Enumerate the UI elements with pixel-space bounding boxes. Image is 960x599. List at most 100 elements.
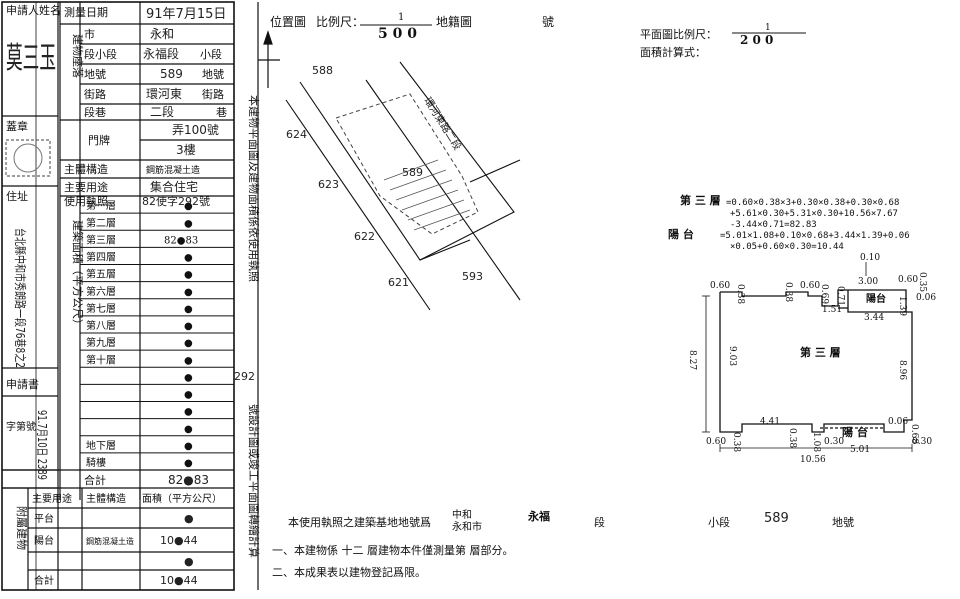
left-table [1, 1, 235, 591]
doorplate-label: 門牌 [88, 133, 110, 147]
annex-use: 合計 [34, 574, 54, 587]
dimension-label: 0.35 [917, 272, 927, 292]
dimension-label: 1.51 [822, 305, 842, 315]
city-label: 市 [84, 27, 95, 41]
footer: 本使用執照之建築基地地號爲 中和 永和市 永福 段 小段 589 地號 一、本建… [272, 508, 854, 579]
note-fill-2: 292 [234, 370, 255, 383]
lot-number-label: 589 [402, 166, 423, 179]
floor-area-value: ● [184, 338, 193, 349]
formula-label: 面積計算式： [640, 45, 706, 59]
room-main: 第 三 層 [800, 345, 841, 359]
footer-lot-label: 地號 [832, 516, 854, 529]
floor-plan: 平面圖比例尺： 1 2 0 0 面積計算式： 第 三 層 =0.60×0.38×… [640, 23, 936, 465]
dimension-label: 1.39 [897, 296, 907, 316]
footer-line3: 二、本成果表以建物登記爲限。 [272, 565, 426, 579]
doorplate-num: 弄100號 [172, 123, 219, 137]
calc-floor3-line2: +5.61×0.30+5.31×0.30+10.56×7.67 [730, 209, 898, 219]
lot-number-label: 588 [312, 64, 333, 77]
floor-name: 第五層 [86, 268, 116, 281]
room-balcony-top: 陽台 [866, 292, 886, 305]
road-label: 環河東路二段 [421, 95, 464, 153]
dimension-label: 10.56 [800, 455, 826, 465]
dimension-label: 0.10 [860, 253, 880, 263]
north-arrow-icon [258, 30, 280, 88]
floor-name: 第八層 [86, 319, 116, 332]
total-value: 82●83 [168, 473, 209, 487]
dimension-label: 4.41 [760, 417, 780, 427]
dimension-label: 5.01 [850, 445, 870, 455]
city-value: 永和 [150, 27, 174, 41]
floor-area-value: ● [184, 390, 193, 401]
seal-label: 蓋章 [6, 119, 28, 133]
cadastral-number-label: 號 [542, 15, 554, 29]
footer-section-label: 段 [594, 515, 605, 529]
license-value: 82使字292號 [142, 194, 210, 208]
section-suffix: 小段 [200, 47, 222, 61]
floor-name: 騎樓 [86, 456, 106, 469]
dimension-label: 0.30 [824, 437, 844, 447]
lot-label: 地號 [84, 68, 106, 81]
annex-struct: 鋼筋混凝土造 [86, 536, 134, 546]
dimension-label: 0.69 [819, 284, 829, 304]
floor-name: 第三層 [86, 233, 116, 246]
dimension-label: 0.06 [916, 293, 936, 303]
annex-head-struct: 主體構造 [86, 492, 126, 505]
survey-date-label: 測量日期 [64, 5, 108, 19]
dimension-label: 0.60 [710, 281, 730, 291]
dimension-label: 0.38 [735, 284, 745, 304]
applicant-label: 申請人姓名 [6, 3, 61, 17]
location-scale-den: 5 0 0 [378, 26, 417, 42]
lot-number-label: 624 [286, 128, 307, 141]
structure-label: 主體構造 [64, 162, 108, 176]
annex-area: 10●44 [160, 574, 198, 587]
lot-suffix: 地號 [202, 68, 224, 81]
dimension-label: 0.60 [898, 275, 918, 285]
use-label: 主要用途 [64, 180, 108, 194]
doorplate-floor: 3樓 [176, 142, 196, 157]
dimension-label: 8.27 [687, 350, 697, 370]
lot-number-label: 593 [462, 270, 483, 283]
street-suffix: 街路 [202, 87, 224, 101]
dimension-label: 3.44 [864, 313, 884, 323]
calc-floor3-line1: =0.60×0.38×3+0.30×0.38+0.30×0.68 [726, 198, 899, 208]
footer-city-bottom: 永和市 [452, 520, 482, 533]
cadastral-label: 地籍圖 [436, 14, 472, 29]
dimension-label: 1.08 [811, 432, 821, 452]
footer-section-value: 永福 [527, 509, 550, 523]
annex-area: ● [184, 512, 194, 525]
dimension-label: 3.00 [858, 277, 878, 287]
calc-balcony-line2: ×0.05+0.60×0.30=10.44 [730, 242, 844, 252]
dimension-label: 0.38 [783, 282, 793, 302]
address-value: 台北縣中和市秀朗路一段76巷8之2 [13, 228, 28, 368]
floor-area-value: ● [184, 441, 193, 452]
applicant-name: 莫三玉 [6, 41, 56, 76]
location-scale-num: 1 [398, 12, 404, 23]
lot-number-label: 622 [354, 230, 375, 243]
floor-name: 地下層 [86, 439, 116, 452]
license-label: 使用執照 [64, 195, 108, 208]
annex-area: ● [184, 555, 194, 568]
calc-balcony-label: 陽 台 [668, 227, 694, 241]
location-scale-label: 比例尺： [316, 15, 364, 29]
use-value: 集合住宅 [150, 179, 198, 194]
floor-name: 第四層 [86, 251, 116, 264]
address-label: 住址 [6, 189, 28, 203]
section-label: 段小段 [84, 47, 117, 61]
annex-label: 附屬建物 [15, 506, 29, 550]
floor-area-value: ● [184, 355, 193, 366]
lane-suffix: 巷 [216, 106, 227, 119]
calc-balcony-line1: =5.01×1.08+0.10×0.68+3.44×1.39+0.06 [720, 231, 910, 241]
annex-use: 陽台 [34, 534, 54, 547]
dimension-label: 0.38 [787, 428, 797, 448]
floor-area-value: ● [184, 424, 193, 435]
floor-area-value: ● [184, 253, 193, 264]
floor-name: 第二層 [86, 216, 116, 229]
footer-subsection-label: 小段 [708, 515, 730, 529]
floor-area-value: ● [184, 372, 193, 383]
middle-note: 本建物平面圖及建物面積係依使用執照 292 號設計圖或竣工平面圖轉繪計算 [234, 2, 261, 590]
footer-line1: 本使用執照之建築基地地號爲 [288, 515, 431, 529]
plan-scale-den: 2 0 0 [740, 33, 773, 47]
